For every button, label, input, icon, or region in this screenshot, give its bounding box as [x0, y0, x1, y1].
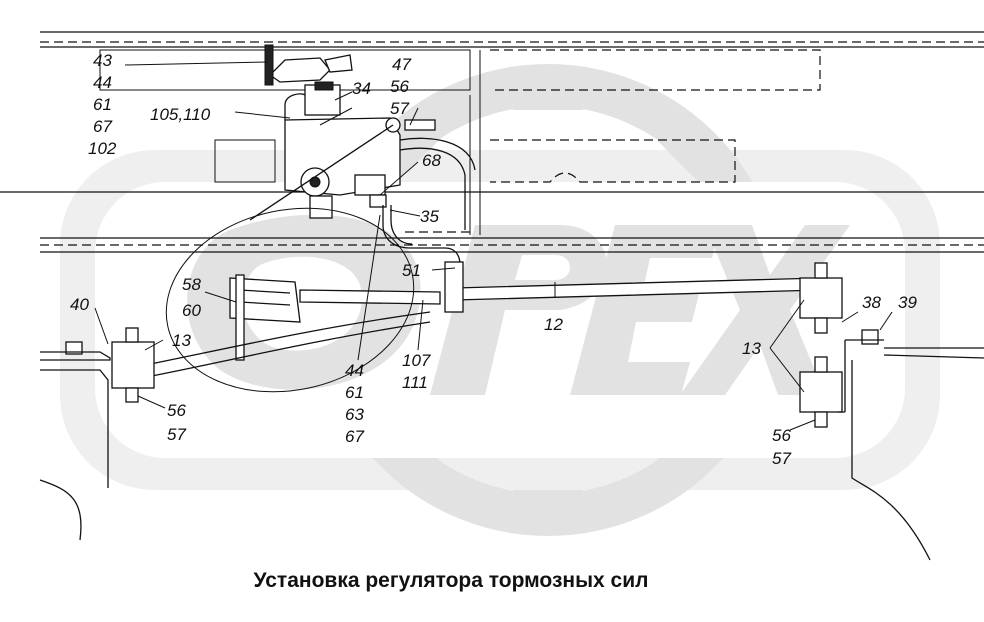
watermark — [60, 64, 940, 536]
right-mount — [799, 262, 984, 561]
callout-44-bottom: 44 — [345, 361, 364, 380]
callout-63: 63 — [345, 405, 364, 424]
callout-38: 38 — [862, 293, 881, 312]
chassis-frame — [0, 31, 984, 253]
callout-44: 44 — [93, 73, 112, 92]
callout-51: 51 — [402, 261, 421, 280]
callout-57-top: 57 — [390, 99, 409, 118]
callout-35: 35 — [420, 207, 439, 226]
callout-47: 47 — [392, 55, 411, 74]
callout-67-bottom: 67 — [345, 427, 364, 446]
watermark-letters — [187, 214, 850, 395]
elastic-link — [119, 207, 821, 393]
callout-13-right: 13 — [742, 339, 761, 358]
callout-57-right: 57 — [772, 449, 791, 468]
callout-111: 111 — [402, 373, 428, 392]
bracket-outlines — [99, 49, 821, 235]
callout-43: 43 — [93, 51, 112, 70]
callout-56-right: 56 — [772, 426, 791, 445]
callout-102: 102 — [88, 139, 117, 158]
brake-force-regulator — [249, 44, 436, 221]
callout-68: 68 — [422, 151, 441, 170]
callout-12: 12 — [544, 315, 563, 334]
brake-pipes — [382, 137, 476, 275]
diagram-caption: Установка регулятора тормозных сил — [254, 569, 649, 592]
leader-lines — [94, 61, 893, 431]
callout-67: 67 — [93, 117, 112, 136]
callout-61-bottom: 61 — [345, 383, 364, 402]
callout-13-left: 13 — [172, 331, 191, 350]
callout-60: 60 — [182, 301, 201, 320]
callout-105-110: 105,110 — [150, 105, 211, 124]
callout-61: 61 — [93, 95, 112, 114]
left-mount — [39, 327, 155, 541]
callout-34: 34 — [352, 79, 371, 98]
callout-56-left: 56 — [167, 401, 186, 420]
callout-labels: 43 44 61 67 102 105,110 34 47 56 57 68 3… — [70, 51, 917, 468]
callout-56-top: 56 — [390, 77, 409, 96]
callout-39: 39 — [898, 293, 917, 312]
callout-58: 58 — [182, 275, 201, 294]
callout-57-left: 57 — [167, 425, 186, 444]
callout-107: 107 — [402, 351, 431, 370]
callout-40: 40 — [70, 295, 89, 314]
